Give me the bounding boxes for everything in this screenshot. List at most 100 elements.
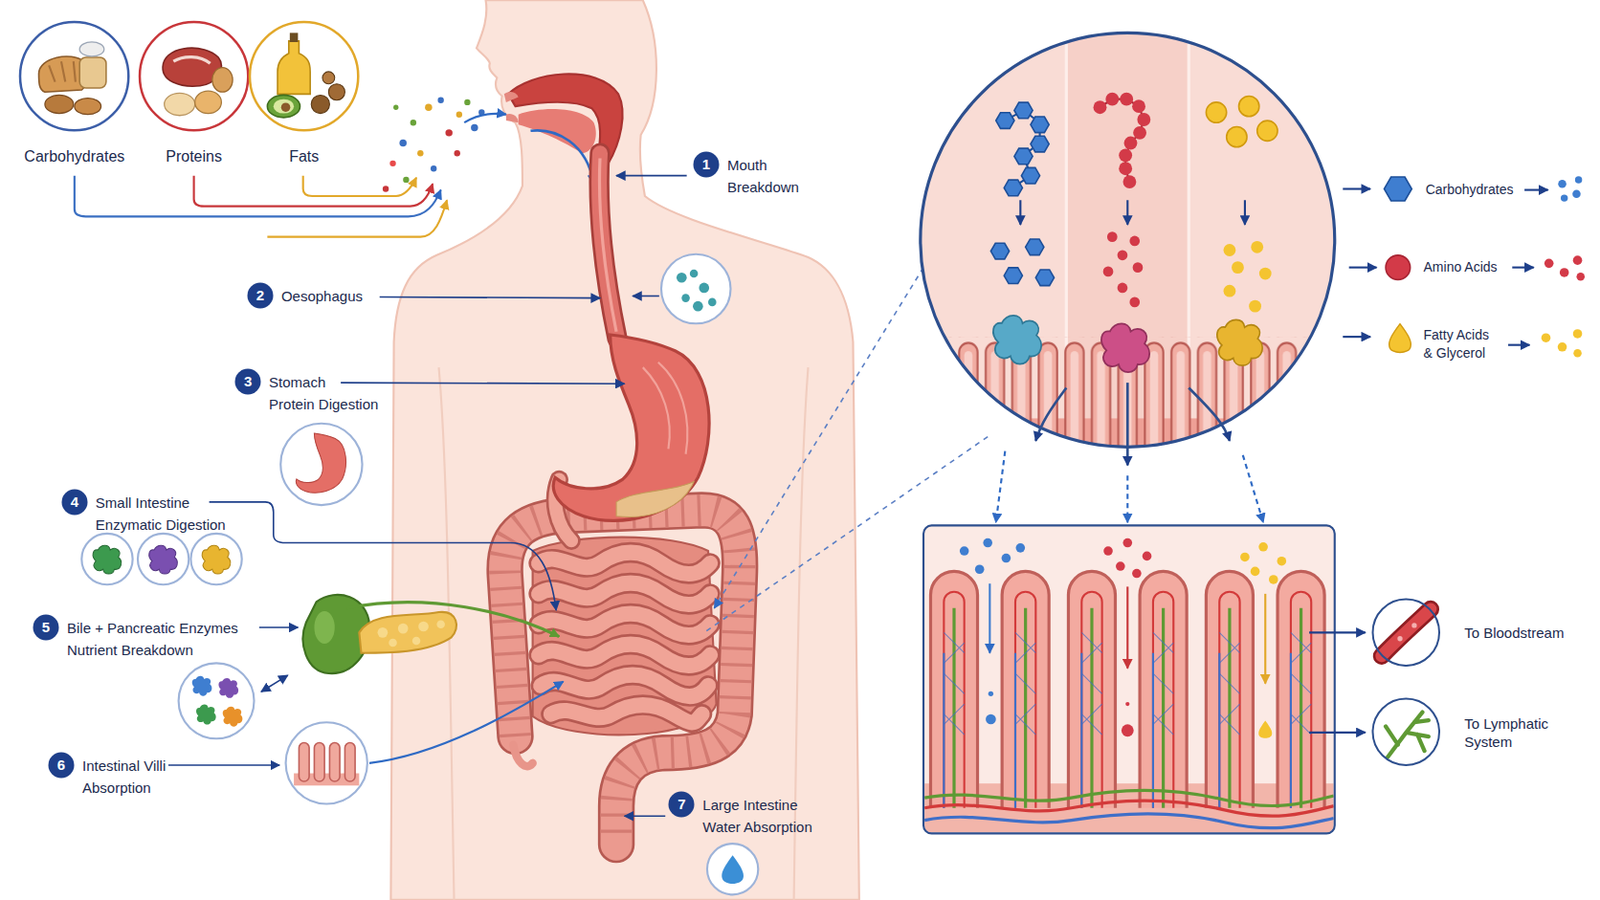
food-particle: [437, 97, 444, 104]
villi-panel: [1139, 571, 1187, 808]
food-icon: [20, 22, 129, 132]
zoom-circle: [1129, 297, 1140, 309]
villi-icon: [344, 743, 356, 783]
zoom-circle: [1132, 99, 1146, 113]
pancreas: [358, 612, 457, 654]
food-particle: [393, 105, 399, 111]
callout-circle: [668, 792, 695, 819]
zoom-arrow: [1188, 387, 1230, 441]
nutrient-icon: [1511, 266, 1534, 269]
food-icon: [195, 90, 223, 113]
zoom-circle: [1030, 135, 1049, 153]
food-icon: [328, 84, 345, 101]
circle-outline: [139, 22, 248, 131]
molecule-icon: [676, 272, 688, 284]
nutrient-icon: [1560, 194, 1568, 201]
circle-outline: [18, 20, 131, 133]
zoom-circle: [996, 112, 1015, 130]
zoom-circle: [993, 315, 1042, 365]
villi-panel: [924, 571, 1334, 833]
stomach-icon: [280, 423, 362, 506]
leader-line: [713, 267, 924, 609]
villi-panel: [1121, 724, 1134, 737]
nutrient-icon: [1576, 272, 1585, 282]
stomach: [616, 482, 694, 518]
callout-circle: [246, 283, 273, 310]
food-icon: [44, 94, 74, 113]
enzyme-icon: [149, 545, 178, 575]
food-particle: [470, 124, 478, 132]
food-icon: [281, 102, 291, 112]
zoom-circle: [1119, 92, 1134, 107]
zoom-circle: [1014, 148, 1033, 165]
enzyme-icon: [190, 533, 242, 585]
zoom-circle: [1103, 266, 1114, 278]
food-particle: [464, 99, 470, 106]
food-particle: [399, 139, 406, 147]
zoom-circle: [1226, 126, 1247, 147]
food-icon: [212, 67, 233, 93]
nutrient-label: Amino Acids: [1423, 258, 1498, 277]
callout-circle: [692, 151, 719, 178]
callout-badge: 6: [47, 752, 75, 779]
food-icon: [289, 32, 299, 43]
zoom-circle: [1223, 285, 1237, 298]
callout-heading: Intestinal Villi: [82, 755, 166, 778]
food-circle: Carbohydrates: [18, 20, 131, 166]
nutrient-icon: [1573, 255, 1583, 266]
villi-panel: [1001, 571, 1049, 808]
stomach: [643, 362, 689, 455]
nutrient-icon: [1559, 267, 1570, 278]
zoom-circle: [1030, 116, 1049, 134]
zoom-arrow: [1243, 455, 1264, 523]
food-particle: [424, 103, 432, 111]
villi-panel: [923, 525, 1366, 835]
callout-number: 3: [234, 368, 262, 396]
villi-panel: [1122, 538, 1133, 549]
molecule-icon: [632, 254, 731, 325]
callout-text-column: Small IntestineEnzymatic Digestion: [95, 488, 226, 536]
nutrient-icon: [1575, 176, 1582, 183]
callout-badge: 3: [234, 368, 262, 396]
callout-heading: Bile + Pancreatic Enzymes: [66, 617, 239, 640]
nutrient-icon: [1557, 179, 1567, 189]
zoom-circle: [1117, 250, 1129, 262]
circle-outline: [249, 22, 358, 131]
nutrient-icon: [1349, 266, 1378, 269]
villi-icon: [286, 682, 564, 805]
zoom-circle: [1014, 102, 1033, 119]
nutrient-icon: [1389, 324, 1412, 354]
villi-panel: [930, 571, 978, 808]
nutrient-icon: [1342, 335, 1371, 338]
label-holder: Carbohydrates: [1425, 180, 1514, 200]
food-icon: [173, 57, 210, 65]
food-icon: [139, 22, 248, 132]
callout-text: Water Absorption: [702, 816, 813, 839]
food-particle: [464, 113, 507, 123]
villi-panel: [1205, 571, 1253, 808]
food-particle: [382, 185, 389, 192]
callout-heading: Stomach: [268, 371, 378, 394]
vessel-icon: [1373, 600, 1439, 666]
enzyme-icon: [201, 545, 231, 575]
enzyme-icon: [218, 678, 239, 699]
food-icon: [79, 57, 107, 89]
zoom-circle: [1133, 126, 1147, 140]
villi-panel: [988, 583, 991, 654]
leader-line: [379, 297, 600, 299]
oesophagus: [600, 158, 618, 333]
oesophagus: [599, 153, 618, 339]
villi-icon: [329, 743, 340, 783]
nutrient-icon: [1573, 349, 1582, 358]
callout-badge: 5: [32, 614, 60, 642]
food-particle: [456, 111, 463, 117]
villi-panel: [924, 814, 1334, 829]
zoom-circle: [1205, 102, 1226, 123]
villi-panel: [1016, 543, 1026, 554]
pancreas: [418, 622, 429, 633]
food-path: [303, 176, 417, 197]
stomach: [553, 334, 710, 521]
food-label: Proteins: [137, 147, 250, 167]
villi-panel: [1258, 721, 1272, 739]
